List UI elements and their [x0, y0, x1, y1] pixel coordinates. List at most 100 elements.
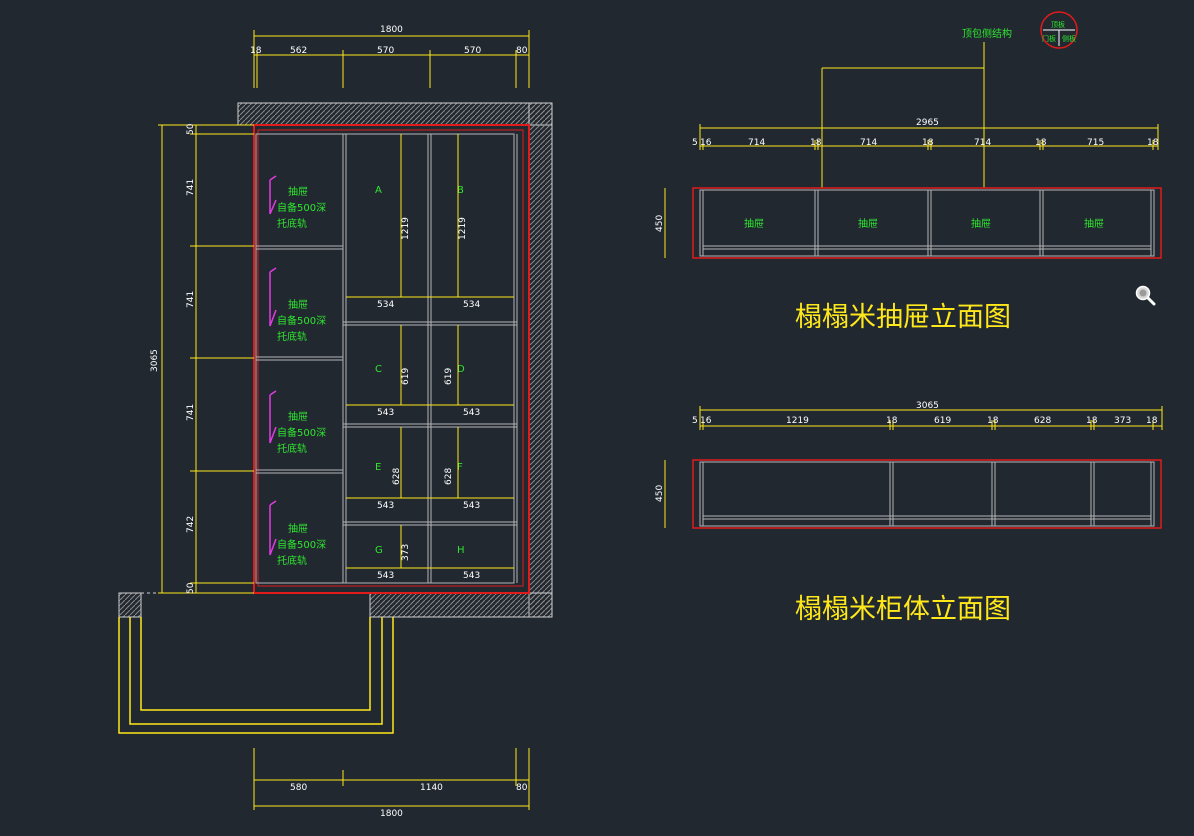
- bottom-dim-3: 80: [516, 783, 528, 793]
- cabinet-elev-frame: [692, 459, 1162, 529]
- cell-letter-g: G: [375, 545, 383, 556]
- cell-c-width: 543: [377, 408, 394, 418]
- top-dim-5: 80: [516, 46, 528, 56]
- cell-f-height: 628: [444, 468, 454, 485]
- cell-letter-b: B: [457, 185, 464, 196]
- drawer-label-3: 抽屉: [971, 217, 991, 230]
- drawer-note-3c: 托底轨: [277, 442, 307, 455]
- drawer-note-3a: 抽屉: [288, 410, 308, 423]
- drawer-arrows: [269, 175, 277, 556]
- drawer-note-4c: 托底轨: [277, 554, 307, 567]
- drawer-elev-seg-8: 18: [1035, 138, 1047, 148]
- drawer-notes: 抽屉 自备500深 托底轨 抽屉 自备500深 托底轨 抽屉 自备500深 托底…: [277, 185, 326, 567]
- callout-detail-right: 侧板: [1062, 34, 1076, 43]
- cell-c-height: 619: [401, 368, 411, 385]
- bottom-total-dim: 1800: [380, 809, 403, 819]
- drawer-elevation: 2965 5 16 714 18 714 18 714 18 715 18 45…: [655, 118, 1162, 333]
- wall-bottom-left: [118, 592, 142, 618]
- cell-letter-d: D: [457, 364, 465, 375]
- cell-a-height: 1219: [401, 217, 411, 240]
- cabinet-elev-seg-5: 619: [934, 416, 951, 426]
- cell-letter-c: C: [375, 364, 382, 375]
- drawer-label-1: 抽屉: [744, 217, 764, 230]
- zoom-icon[interactable]: [1133, 284, 1157, 306]
- cell-letter-a: A: [375, 185, 382, 196]
- callout-detail-top: 顶板: [1051, 20, 1065, 29]
- cell-e-width: 543: [377, 501, 394, 511]
- drawer-note-1c: 托底轨: [277, 217, 307, 230]
- drawer-elev-seg-9: 715: [1087, 138, 1104, 148]
- callout-label: 顶包侧结构: [962, 27, 1012, 40]
- plan-view: 抽屉 自备500深 托底轨 抽屉 自备500深 托底轨 抽屉 自备500深 托底…: [118, 25, 553, 819]
- drawer-elev-seg-10: 18: [1147, 138, 1159, 148]
- left-dim-3: 741: [186, 291, 196, 308]
- left-dim-6: 50: [186, 582, 196, 594]
- drawer-label-2: 抽屉: [858, 217, 878, 230]
- wall-right: [528, 102, 553, 618]
- cell-letter-f: F: [457, 462, 463, 473]
- cabinet-elev-seg-7: 628: [1034, 416, 1051, 426]
- cell-h-width: 543: [463, 571, 480, 581]
- cell-e-height: 628: [392, 468, 402, 485]
- left-dim-5: 742: [186, 516, 196, 533]
- drawer-elev-seg-2: 16: [700, 138, 712, 148]
- cell-letter-e: E: [375, 462, 381, 473]
- drawer-note-2b: 自备500深: [277, 314, 326, 327]
- cabinet-elevation: 3065 5 16 1219 18 619 18 628 18 373 18 4…: [655, 401, 1163, 625]
- cell-d-width: 543: [463, 408, 480, 418]
- cabinet-elev-seg-10: 18: [1146, 416, 1158, 426]
- cabinet-elev-total: 3065: [916, 401, 939, 411]
- cell-b-width: 534: [463, 300, 480, 310]
- cell-b-height: 1219: [458, 217, 468, 240]
- drawer-note-2a: 抽屉: [288, 298, 308, 311]
- drawer-elev-frame: [692, 187, 1162, 259]
- left-total-dim: 3065: [150, 349, 160, 372]
- detail-circle: [1040, 11, 1078, 49]
- drawer-elev-seg-4: 18: [810, 138, 822, 148]
- top-dim-1: 18: [250, 46, 262, 56]
- left-dim-4: 741: [186, 404, 196, 421]
- left-dim-2: 741: [186, 179, 196, 196]
- drawer-elev-seg-3: 714: [748, 138, 765, 148]
- top-dim-2: 562: [290, 46, 307, 56]
- door-frame: [118, 617, 394, 734]
- drawer-note-4b: 自备500深: [277, 538, 326, 551]
- drawer-note-2c: 托底轨: [277, 330, 307, 343]
- drawer-note-4a: 抽屉: [288, 522, 308, 535]
- drawer-elev-seg-7: 714: [974, 138, 991, 148]
- drawer-elev-total: 2965: [916, 118, 939, 128]
- bottom-dim-1: 580: [290, 783, 307, 793]
- drawer-note-1a: 抽屉: [288, 185, 308, 198]
- drawer-elev-seg-5: 714: [860, 138, 877, 148]
- left-dim-1: 50: [186, 123, 196, 135]
- structure-callout: 顶包侧结构 顶板 门板 侧板: [821, 11, 1078, 188]
- cell-letter-h: H: [457, 545, 465, 556]
- cell-f-width: 543: [463, 501, 480, 511]
- bottom-dim-2: 1140: [420, 783, 443, 793]
- cabinet-elev-seg-6: 18: [987, 416, 999, 426]
- drawer-elev-seg-1: 5: [692, 138, 698, 148]
- drawer-label-4: 抽屉: [1084, 217, 1104, 230]
- cabinet-elev-seg-4: 18: [886, 416, 898, 426]
- drawer-note-3b: 自备500深: [277, 426, 326, 439]
- callout-detail-left: 门板: [1042, 34, 1056, 43]
- top-dim-4: 570: [464, 46, 481, 56]
- cabinet-elevation-title: 榻榻米柜体立面图: [795, 594, 1011, 625]
- drawer-elevation-title: 榻榻米抽屉立面图: [795, 302, 1011, 333]
- cabinet-elev-seg-1: 5: [692, 416, 698, 426]
- cell-g-height: 373: [401, 544, 411, 561]
- cabinet-elev-seg-8: 18: [1086, 416, 1098, 426]
- top-dim-3: 570: [377, 46, 394, 56]
- wall-top: [237, 102, 553, 126]
- cabinet-elev-seg-9: 373: [1114, 416, 1131, 426]
- cell-a-width: 534: [377, 300, 394, 310]
- top-total-dim: 1800: [380, 25, 403, 35]
- cabinet-elev-height: 450: [655, 485, 665, 502]
- wall-bottom-right: [369, 592, 553, 618]
- cabinet-elev-seg-3: 1219: [786, 416, 809, 426]
- drawer-note-1b: 自备500深: [277, 201, 326, 214]
- cabinet-elev-seg-2: 16: [700, 416, 712, 426]
- drawer-elev-height: 450: [655, 215, 665, 232]
- cell-d-height: 619: [444, 368, 454, 385]
